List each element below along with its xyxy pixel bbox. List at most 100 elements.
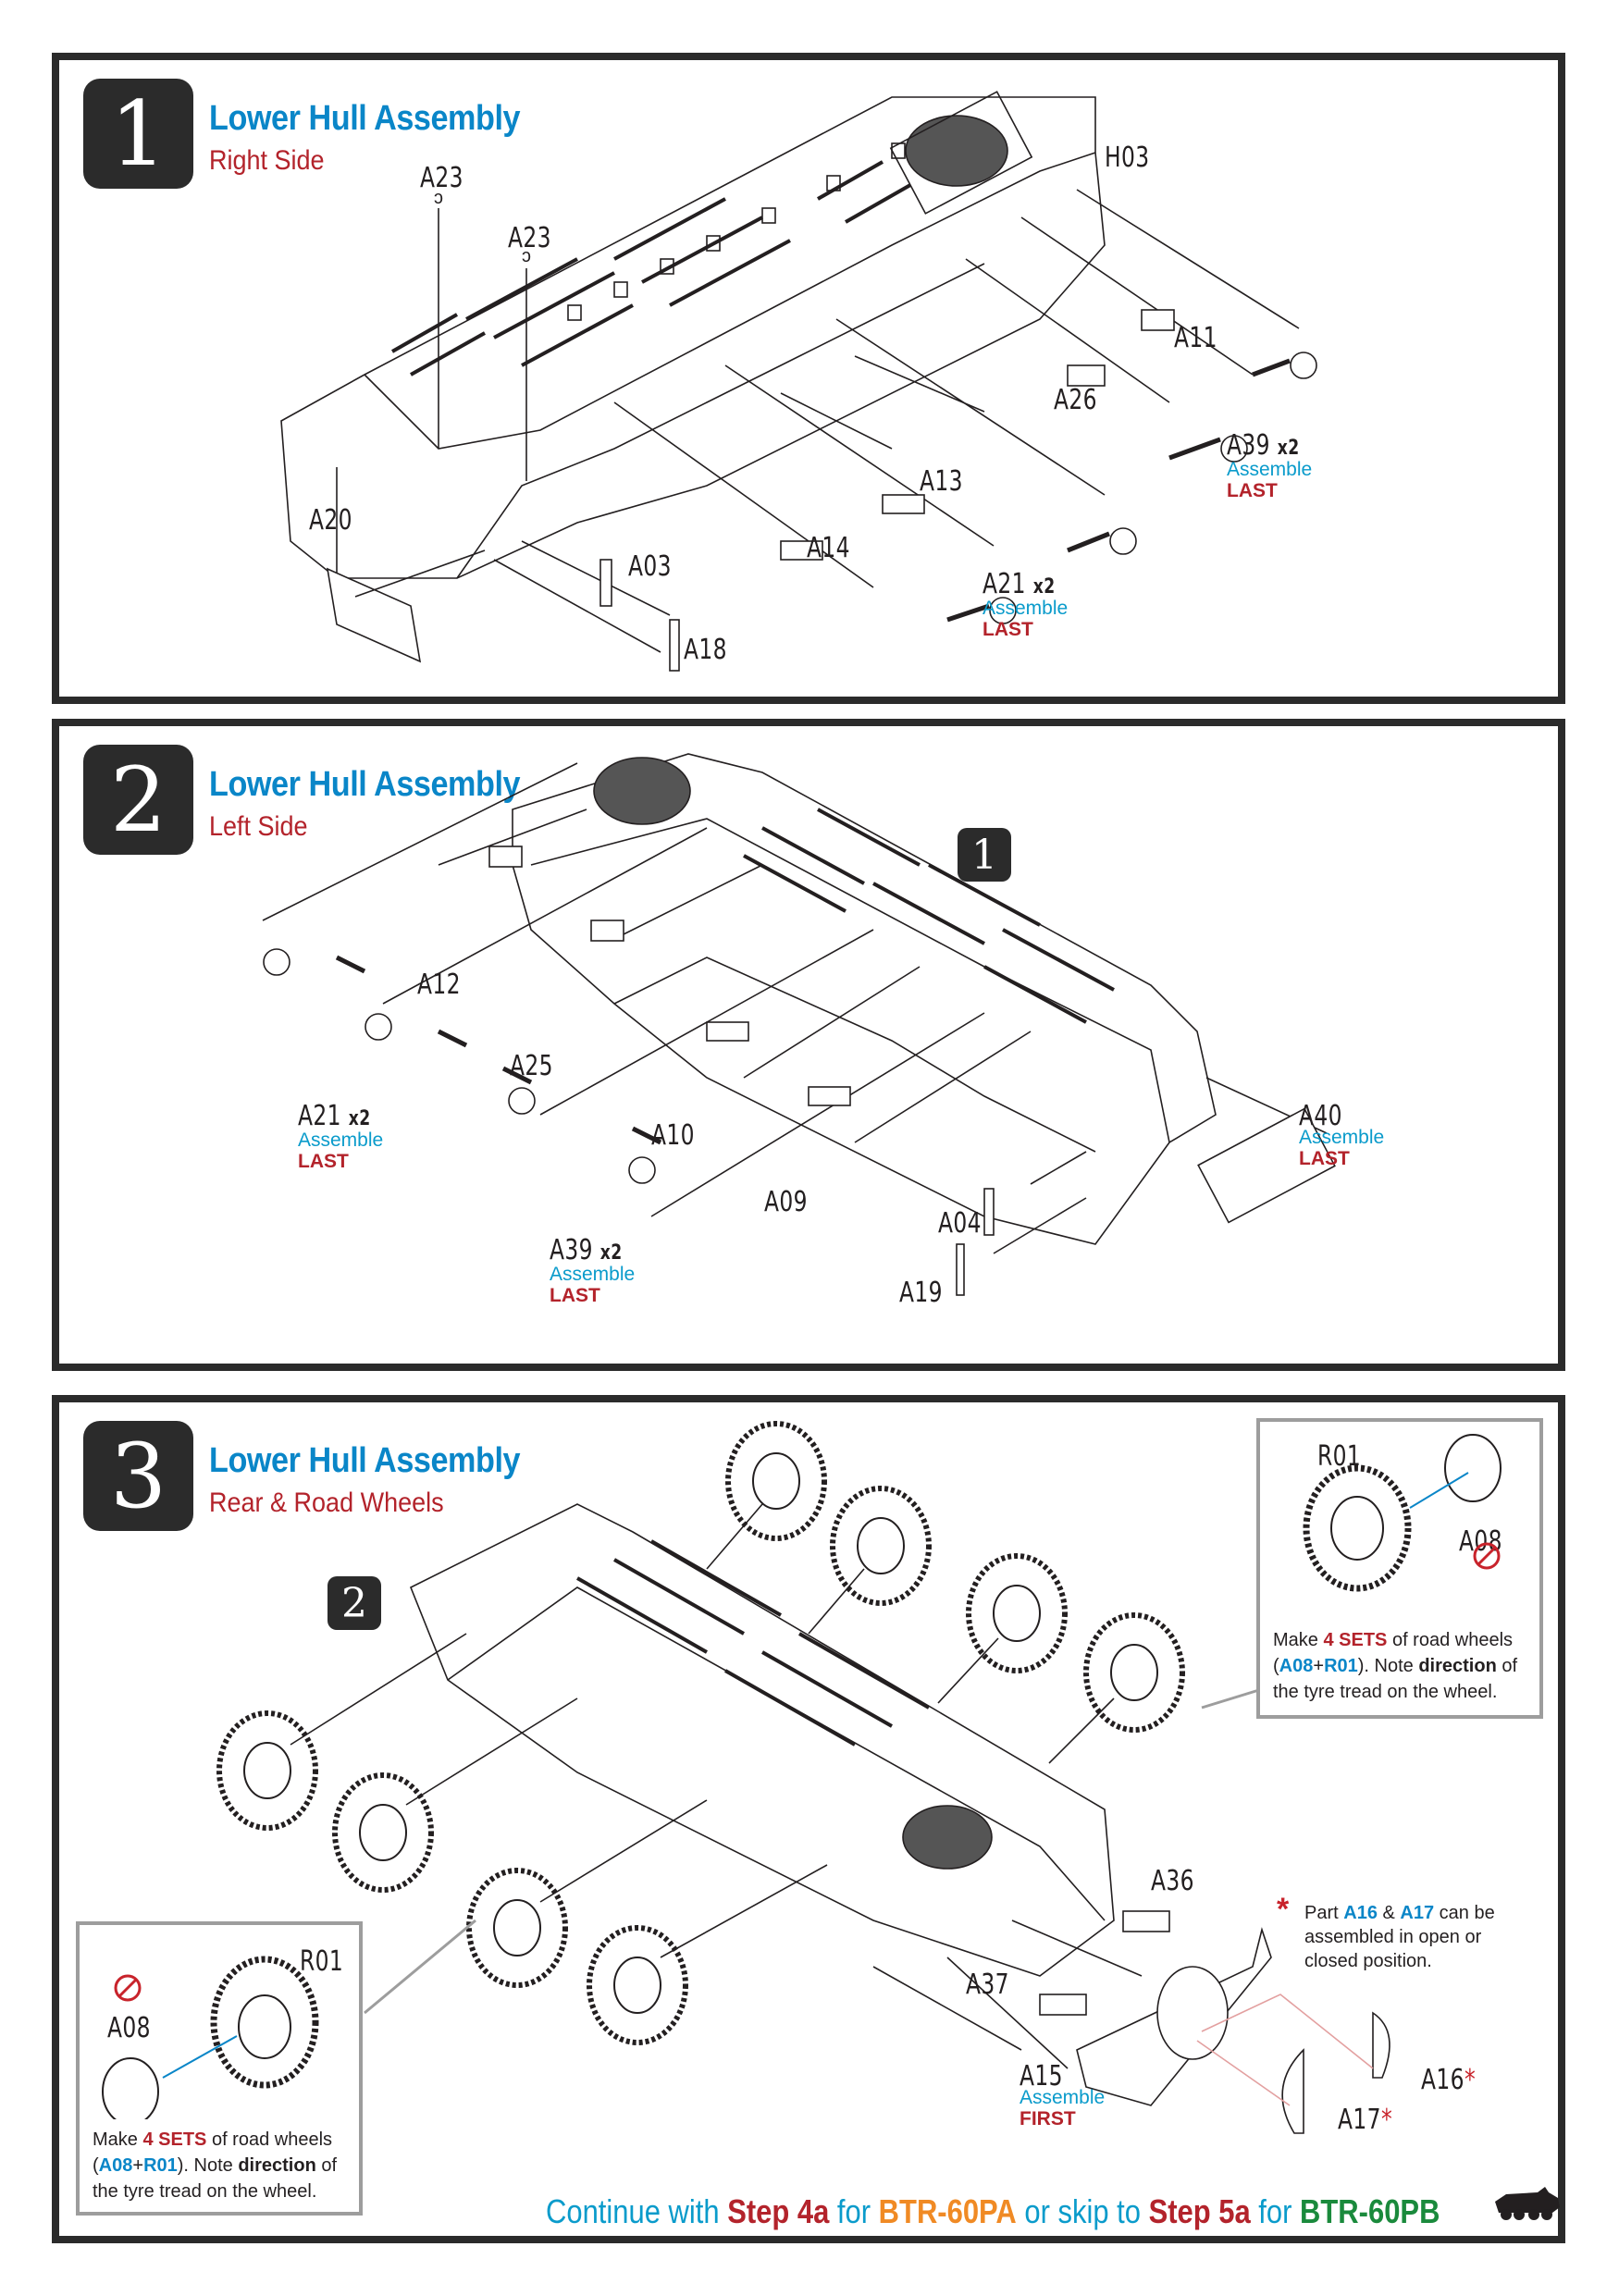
a23-clip-part: ↄ — [522, 246, 531, 266]
step-number: 2 — [109, 747, 167, 852]
part-label-a23: A23 — [508, 222, 551, 254]
inset-leader-line — [1201, 1687, 1263, 1710]
instruction-line: Make 4 SETS of road wheels — [93, 2127, 337, 2153]
quantity-label: x2 — [1277, 437, 1300, 460]
part-label-a36: A36 — [1151, 1865, 1194, 1897]
assemble-note: Assemble — [1020, 2087, 1106, 2108]
step-title: Lower Hull Assembly — [209, 765, 521, 804]
inset-leader-line — [364, 1919, 476, 2015]
note-text: can be — [1434, 1903, 1495, 1923]
assembly-arrow-a16 — [1201, 1994, 1374, 2069]
lower-hull-part — [280, 91, 1106, 579]
part-label-a04: A04 — [938, 1207, 982, 1240]
rear-parts — [1039, 1910, 1390, 2134]
tyre-bore — [238, 1994, 291, 2059]
a40-grille-part — [1197, 1107, 1336, 1224]
text: ). Note — [1357, 1656, 1419, 1676]
step-subtitle: Left Side — [209, 811, 308, 842]
part-note-a21: A21 x2 Assemble LAST — [298, 1103, 391, 1173]
btr-vehicle-silhouette-icon — [1495, 2187, 1560, 2220]
text: ( — [1273, 1656, 1279, 1676]
text: of road wheels — [1387, 1630, 1514, 1650]
text: ( — [93, 2155, 99, 2176]
assembly-arrow-a17 — [1196, 2040, 1291, 2106]
part-note-a15: A15 Assemble FIRST — [1020, 2060, 1106, 2130]
variant-btr-60pb: BTR-60PB — [1300, 2192, 1440, 2230]
text: of road wheels — [206, 2129, 333, 2150]
part-ref: R01 — [143, 2155, 178, 2176]
step-ref: Step 5a — [1148, 2192, 1251, 2230]
assemble-order: FIRST — [1020, 2108, 1076, 2129]
emphasis: direction — [1418, 1656, 1497, 1676]
road-wheel-inset-right: R01 A08 Make 4 SETS of road wheels (A08+… — [1256, 1418, 1543, 1719]
road-wheel — [966, 1553, 1068, 1673]
road-wheel — [466, 1868, 568, 1988]
part-label-r01: R01 — [1317, 1440, 1362, 1473]
part-label-a10: A10 — [651, 1119, 695, 1152]
text: of — [315, 2155, 338, 2176]
inset-instructions: Make 4 SETS of road wheels (A08+R01). No… — [93, 2127, 337, 2204]
inset-instructions: Make 4 SETS of road wheels (A08+R01). No… — [1273, 1627, 1517, 1705]
tyre-bore — [1330, 1496, 1384, 1561]
assemble-order: LAST — [1299, 1148, 1350, 1169]
step-title: Lower Hull Assembly — [209, 1441, 521, 1480]
part-label-a12: A12 — [417, 969, 461, 1001]
open-closed-position-note: * Part A16 & A17 can be assembled in ope… — [1277, 1894, 1495, 1973]
part-label-a14: A14 — [807, 532, 850, 564]
step-number: 1 — [109, 81, 167, 186]
assembly-arrow — [1409, 1472, 1469, 1509]
hub-a08 — [1444, 1434, 1502, 1502]
assemble-order: LAST — [298, 1151, 349, 1172]
assembly-arrow — [162, 2035, 238, 2079]
part-label-a16: A16* — [1421, 2064, 1476, 2096]
suspension-arm-parts — [599, 309, 1317, 672]
text: Make — [93, 2129, 143, 2150]
variant-btr-60pa: BTR-60PA — [878, 2192, 1017, 2230]
text: ). Note — [177, 2155, 239, 2176]
sets-count: 4 SETS — [142, 2129, 207, 2150]
part-label-a08: A08 — [107, 2012, 151, 2044]
part-code: A17 — [1338, 2104, 1381, 2136]
assemble-note: Assemble — [983, 598, 1069, 619]
part-label-a18: A18 — [684, 634, 727, 666]
instruction-line: the tyre tread on the wheel. — [93, 2181, 317, 2202]
assemble-note: Assemble — [1299, 1127, 1385, 1148]
part-label-a19: A19 — [899, 1277, 943, 1309]
step-subtitle: Right Side — [209, 145, 325, 176]
part-label-a21: A21 — [298, 1100, 341, 1132]
tyre-hub-drawing — [102, 1956, 319, 2119]
assemble-note: Assemble — [550, 1264, 636, 1285]
hull-left-side-drawing — [262, 753, 1336, 1296]
instruction-line: the tyre tread on the wheel. — [1273, 1682, 1498, 1702]
part-ref: A08 — [98, 2155, 133, 2176]
part-label-a03: A03 — [628, 550, 672, 583]
sets-count: 4 SETS — [1323, 1630, 1388, 1650]
step-number-badge: 2 — [83, 745, 193, 855]
note-text: Part — [1304, 1903, 1344, 1923]
step-subtitle: Rear & Road Wheels — [209, 1487, 444, 1518]
assembly-arrows — [290, 1503, 1143, 2069]
instruction-line: Make 4 SETS of road wheels — [1273, 1627, 1517, 1653]
part-label-a26: A26 — [1054, 384, 1097, 416]
hull-right-side-drawing: ↄ ↄ — [280, 91, 1317, 672]
part-label-a09: A09 — [764, 1186, 808, 1218]
text: of — [1496, 1656, 1518, 1676]
hull-road-wheels-drawing — [216, 1421, 1390, 2134]
continue-instruction: Continue with Step 4a for BTR-60PA or sk… — [546, 2192, 1440, 2231]
part-ref: A17 — [1400, 1903, 1435, 1923]
part-note-a21: A21 x2 Assemble LAST — [983, 571, 1076, 641]
hub-a08 — [102, 2057, 159, 2119]
step-ref: Step 4a — [727, 2192, 830, 2230]
part-label-a21: A21 — [983, 568, 1026, 600]
part-label-a40: A40 — [1299, 1100, 1342, 1132]
part-label-a25: A25 — [510, 1050, 553, 1082]
part-label-a37: A37 — [966, 1969, 1009, 2001]
text: for — [1250, 2192, 1301, 2230]
step-number-badge: 1 — [83, 79, 193, 189]
no-glue-icon — [1473, 1542, 1501, 1570]
instruction-line: (A08+R01). Note direction of — [1273, 1653, 1517, 1679]
a17-part — [1281, 2048, 1304, 2134]
a20-plate-part — [326, 567, 422, 663]
part-label-a15: A15 — [1020, 2060, 1063, 2092]
part-label-h03: H03 — [1105, 142, 1150, 174]
